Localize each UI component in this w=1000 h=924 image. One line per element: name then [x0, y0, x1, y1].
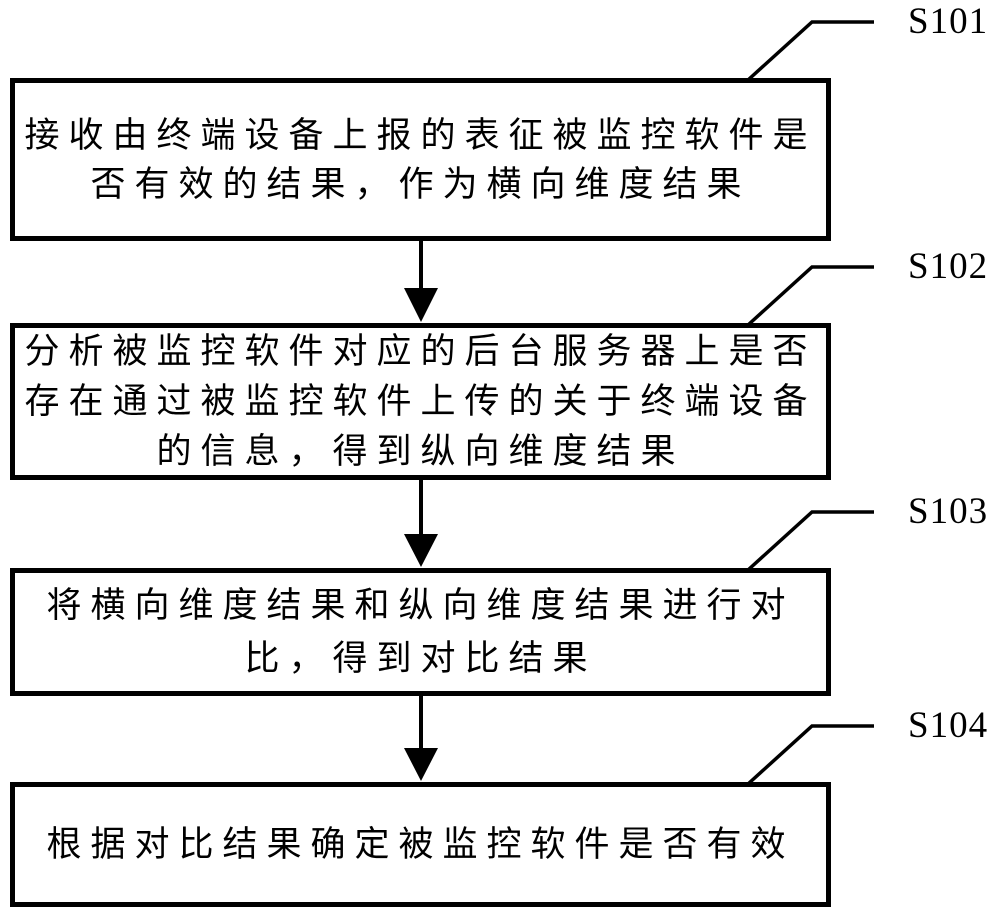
step-s101-text-line: 接收由终端设备上报的表征被监控软件是: [24, 115, 817, 155]
leader-line-s101: [746, 20, 874, 82]
step-box-s102: 分析被监控软件对应的后台服务器上是否 存在通过被监控软件上传的关于终端设备 的信…: [10, 323, 831, 480]
step-s102-text-line: 的信息，得到纵向维度结果: [156, 432, 685, 471]
step-label-s103: S103: [908, 491, 989, 532]
step-s104-text-line: 根据对比结果确定被监控软件是否有效: [46, 825, 795, 864]
flow-arrow-3: [404, 696, 438, 781]
step-label-s104: S104: [908, 705, 989, 746]
flow-arrow-1: [404, 241, 438, 322]
step-s102-text-line: 存在通过被监控软件上传的关于终端设备: [24, 382, 817, 421]
leader-line-s104: [746, 724, 874, 786]
leader-line-s102: [746, 265, 874, 327]
leader-line-s103: [746, 510, 874, 572]
step-s102-text-line: 分析被监控软件对应的后台服务器上是否: [24, 332, 817, 371]
step-s103-text-line: 比，得到对比结果: [244, 639, 597, 678]
step-box-s103: 将横向维度结果和纵向维度结果进行对 比，得到对比结果: [10, 568, 831, 696]
step-box-s104: 根据对比结果确定被监控软件是否有效: [10, 782, 831, 907]
step-box-s101: 接收由终端设备上报的表征被监控软件是 否有效的结果，作为横向维度结果: [10, 78, 831, 241]
step-label-s101: S101: [908, 1, 989, 42]
step-s103-text-line: 将横向维度结果和纵向维度结果进行对: [46, 586, 795, 625]
flow-arrow-2: [404, 480, 438, 567]
step-s101-text-line: 否有效的结果，作为横向维度结果: [90, 164, 751, 204]
step-label-s102: S102: [908, 246, 989, 287]
